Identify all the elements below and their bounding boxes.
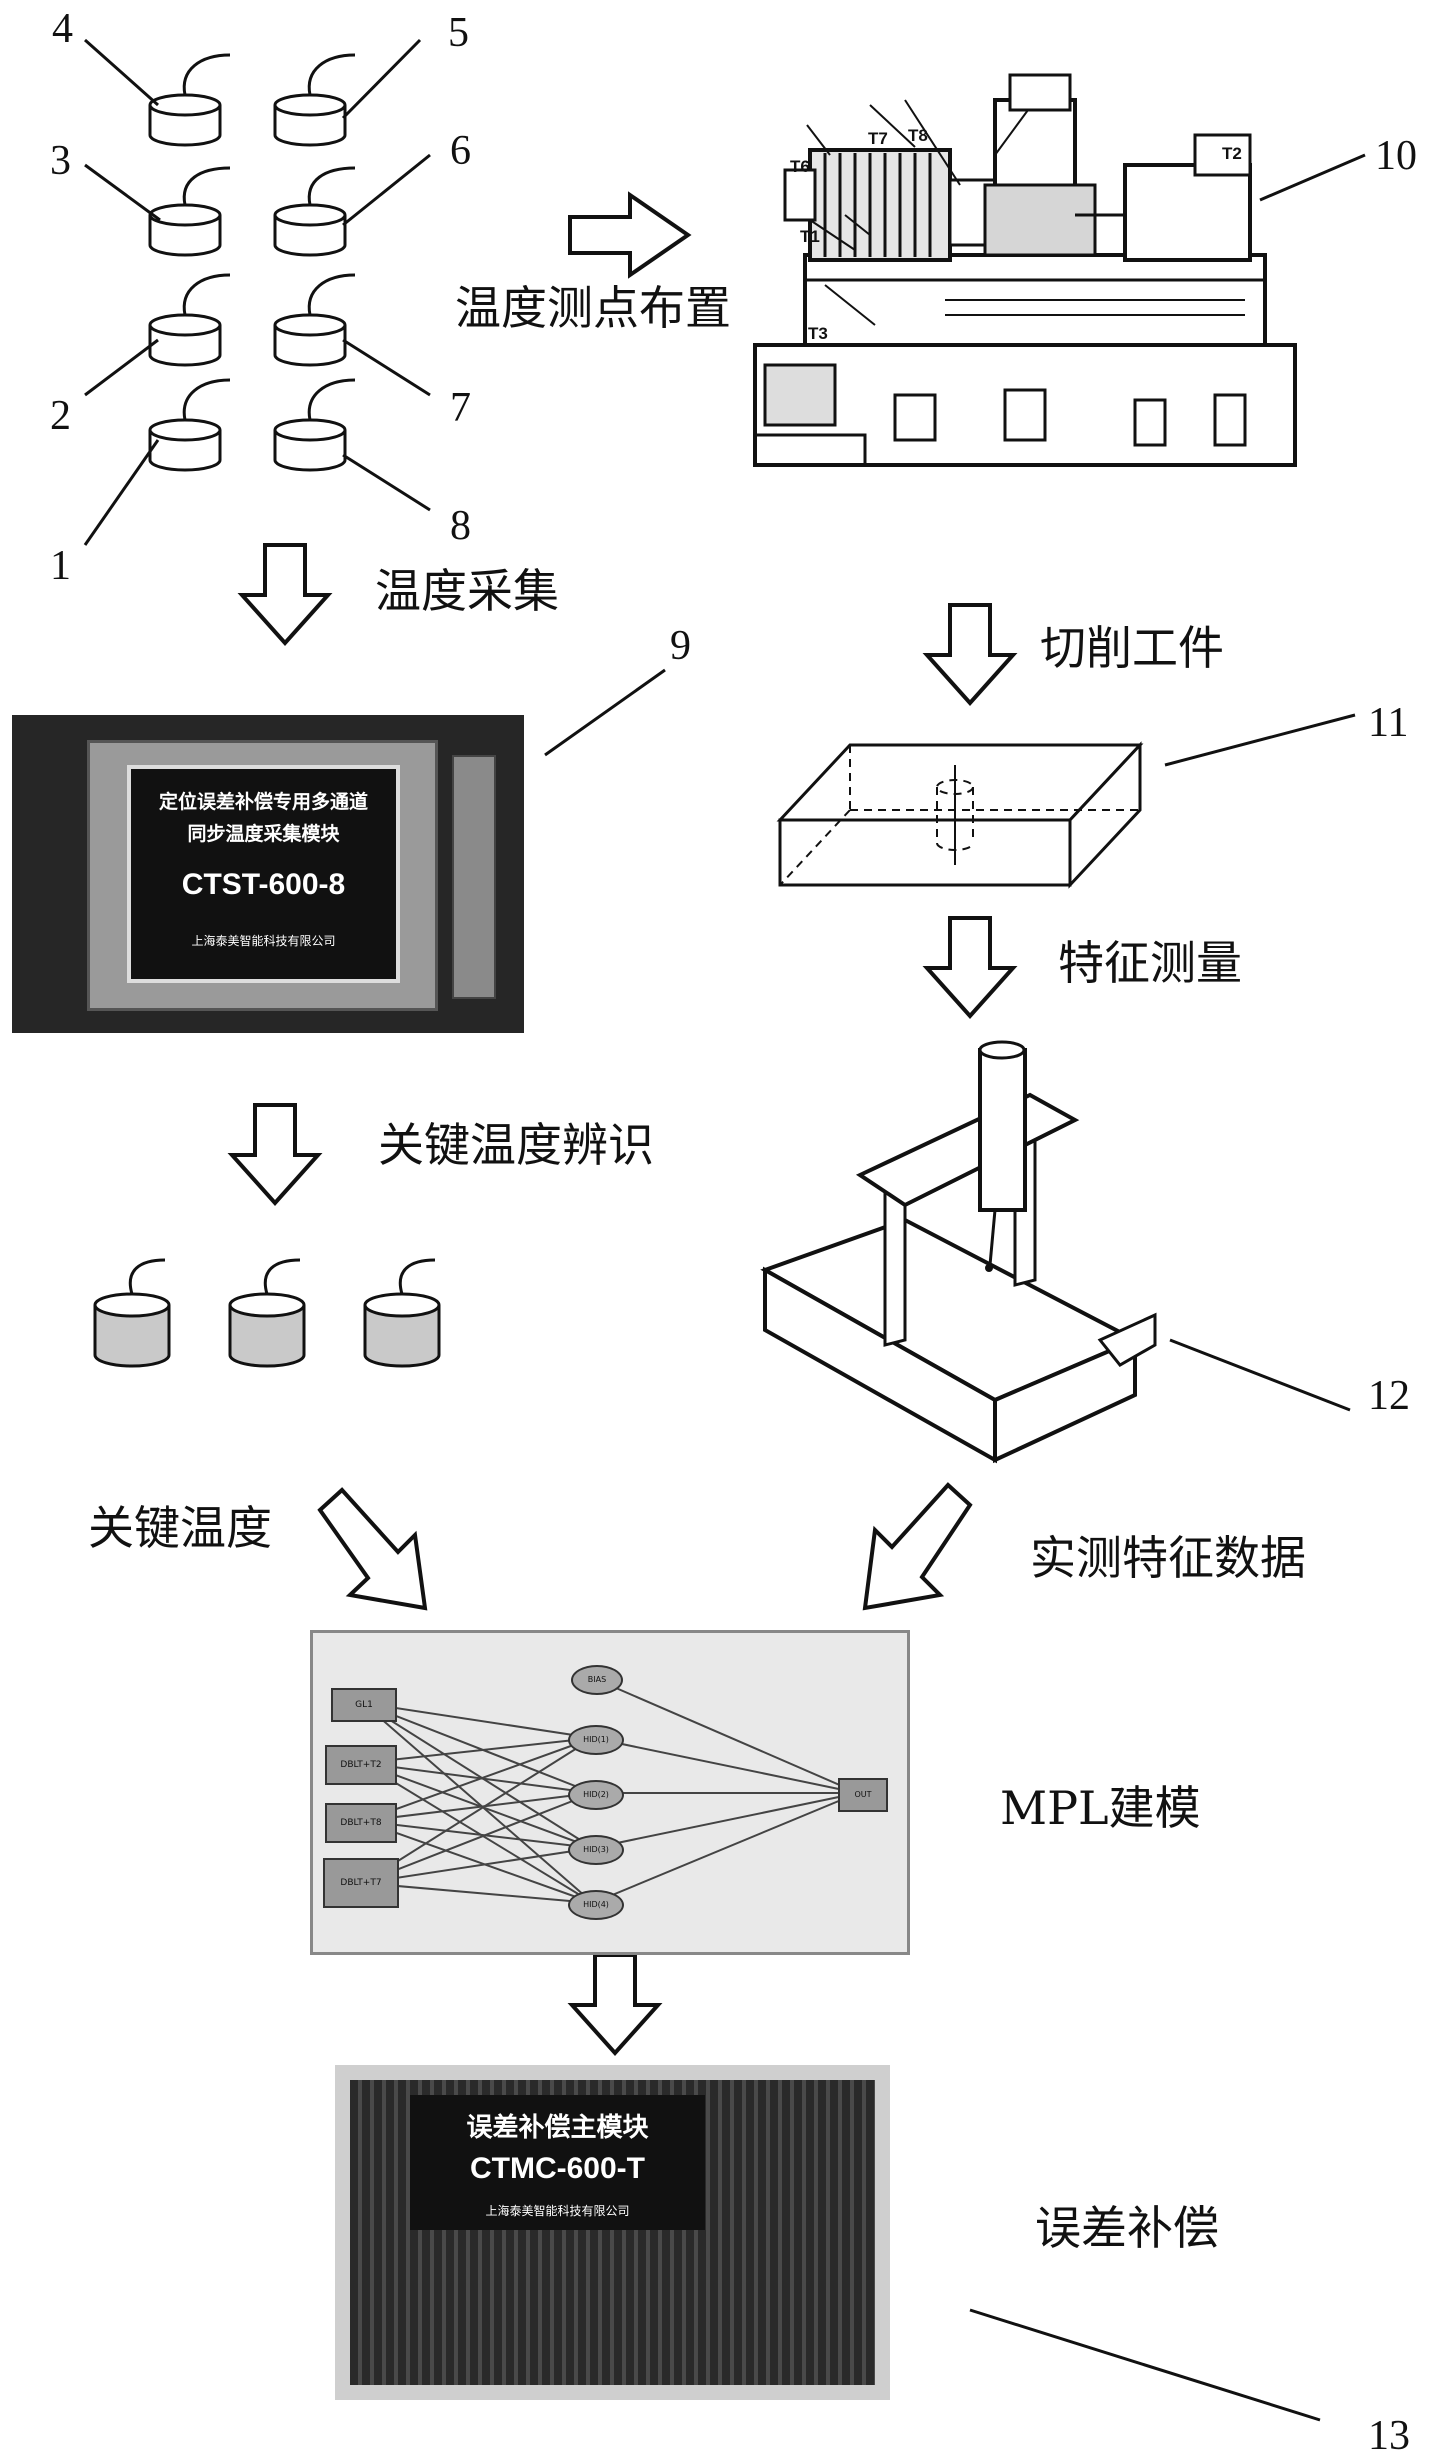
key-sensors [93, 1258, 441, 1368]
acquisition-module-photo: 定位误差补偿专用多通道 同步温度采集模块 CTST-600-8 上海泰美智能科技… [12, 715, 524, 1033]
machine-point-T7: T7 [868, 129, 888, 148]
machine-point-T1: T1 [800, 227, 820, 246]
mpl-input-node: GL1 [331, 1688, 397, 1722]
machine-point-T3: T3 [808, 324, 828, 343]
sensor-5 [273, 53, 356, 147]
sensor-8 [273, 378, 356, 472]
mpl-network-panel: GL1 DBLT+T2 DBLT+T8 DBLT+T7 BIAS HID(1) … [310, 1630, 910, 1955]
mpl-network-links [362, 1677, 859, 1904]
component-number-9: 9 [670, 623, 691, 669]
leader-11 [1164, 713, 1356, 767]
arrow-right-layout [568, 191, 692, 279]
arrow-down-identify [227, 1103, 323, 1206]
mpl-output-node: OUT [838, 1778, 888, 1812]
step-identify-label: 关键温度辨识 [378, 1118, 654, 1172]
step-measure-label: 特征测量 [1058, 936, 1242, 990]
sensor-number-3: 3 [50, 138, 71, 184]
acquisition-module-panel: 定位误差补偿专用多通道 同步温度采集模块 CTST-600-8 上海泰美智能科技… [127, 765, 400, 983]
sensor-2 [148, 273, 231, 367]
step-cut-label: 切削工件 [1040, 621, 1224, 675]
component-number-11: 11 [1368, 700, 1409, 746]
acq-company: 上海泰美智能科技有限公司 [191, 934, 336, 948]
key-sensor-2 [228, 1258, 306, 1368]
sensor-number-1: 1 [50, 543, 71, 589]
leader-13 [969, 2308, 1321, 2422]
component-number-12: 12 [1368, 1373, 1410, 1419]
machine-point-T2: T2 [1222, 144, 1242, 163]
cmm-drawing [760, 1040, 1157, 1464]
sensor-number-4: 4 [52, 6, 73, 52]
acq-model: CTST-600-8 [181, 868, 346, 901]
acq-title-line2: 同步温度采集模块 [187, 823, 340, 845]
key-sensor-3 [363, 1258, 441, 1368]
mpl-hidden-node: HID(3) [568, 1835, 624, 1865]
mpl-hidden-node: HID(4) [568, 1890, 624, 1920]
sensor-3 [148, 166, 231, 257]
main-module-company: 上海泰美智能科技有限公司 [485, 2204, 630, 2218]
leader-12 [1169, 1338, 1351, 1412]
machine-point-T8: T8 [908, 126, 928, 145]
main-module-model: CTMC-600-T [469, 2152, 645, 2185]
arrow-down-compensate [567, 1953, 663, 2056]
workpiece-drawing [776, 741, 1144, 889]
mpl-input-node: DBLT+T7 [323, 1858, 399, 1908]
arrow-down-collect [237, 543, 333, 646]
sensor-number-8: 8 [450, 503, 471, 549]
step-key-temp-label: 关键温度 [88, 1501, 272, 1555]
arrow-down-cut [922, 603, 1018, 706]
sensor-4 [148, 53, 231, 147]
arrow-diag-key-temp [317, 1487, 428, 1611]
compensation-module-photo: 误差补偿主模块 CTMC-600-T 上海泰美智能科技有限公司 [335, 2065, 890, 2400]
mpl-hidden-node: HID(2) [568, 1780, 624, 1810]
mpl-input-node: DBLT+T8 [325, 1803, 397, 1843]
key-sensor-1 [93, 1258, 171, 1368]
sensor-7 [273, 273, 356, 367]
mpl-input-node: DBLT+T2 [325, 1745, 397, 1785]
mpl-hidden-node: BIAS [571, 1665, 623, 1695]
step-collect-label: 温度采集 [375, 564, 559, 618]
machine-tool-drawing [753, 73, 1297, 467]
main-module-title: 误差补偿主模块 [466, 2113, 649, 2143]
step-mpl-label: MPL建模 [1000, 1781, 1201, 1835]
sensor-number-7: 7 [450, 385, 471, 431]
step-layout-label: 温度测点布置 [455, 281, 731, 335]
sensor-array [83, 38, 431, 546]
leader-9 [544, 668, 666, 757]
sensor-1 [148, 378, 231, 472]
sensor-number-2: 2 [50, 393, 71, 439]
component-number-13: 13 [1368, 2413, 1410, 2459]
machine-point-T6: T6 [790, 157, 810, 176]
acq-title-line1: 定位误差补偿专用多通道 [158, 791, 368, 813]
sensor-number-6: 6 [450, 128, 471, 174]
arrow-down-measure [922, 916, 1018, 1019]
step-compensate-label: 误差补偿 [1035, 2201, 1219, 2255]
sensor-number-5: 5 [448, 10, 469, 56]
sensor-6 [273, 166, 356, 257]
component-number-10: 10 [1375, 133, 1417, 179]
acq-connector-right [452, 755, 496, 999]
mpl-hidden-node: HID(1) [568, 1725, 624, 1755]
compensation-module-label: 误差补偿主模块 CTMC-600-T 上海泰美智能科技有限公司 [410, 2095, 705, 2230]
step-measured-data-label: 实测特征数据 [1030, 1531, 1306, 1585]
arrow-diag-measured [862, 1482, 973, 1611]
leader-10 [1259, 153, 1366, 202]
